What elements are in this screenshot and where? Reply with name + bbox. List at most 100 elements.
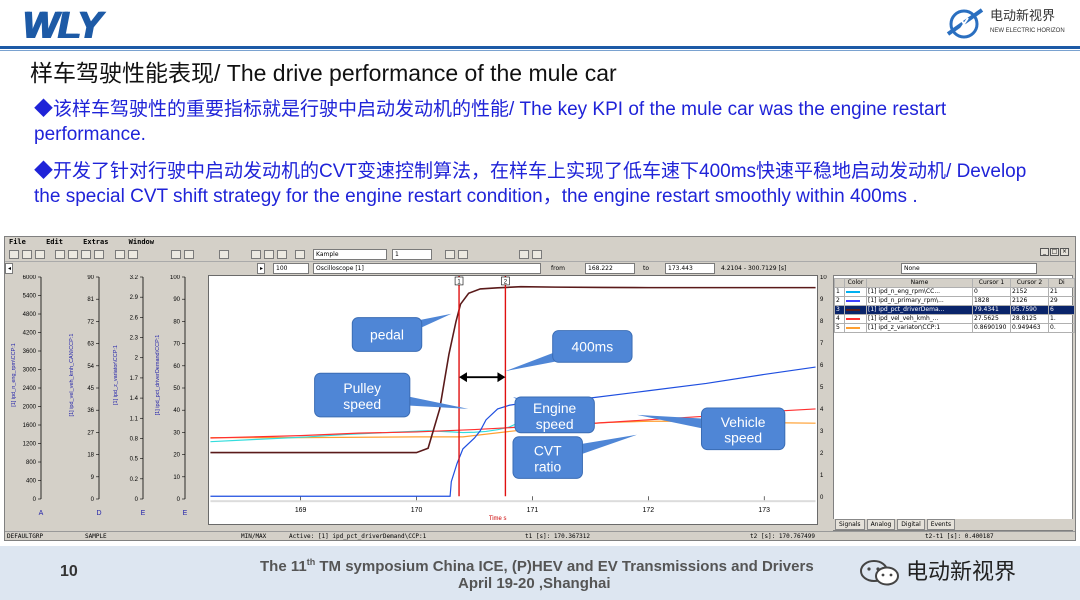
y-tick-label: 400 <box>26 479 37 485</box>
callout-box <box>351 317 423 352</box>
x-tick-label: 171 <box>527 507 539 514</box>
signal-cursor2: 95.7590 <box>1010 305 1049 315</box>
duration-arrowhead-left <box>459 372 467 383</box>
y-tick-label: 1600 <box>23 423 37 429</box>
signal-color-swatch <box>846 290 860 293</box>
y-tick-label: 0.8 <box>130 436 139 442</box>
zoom-out-icon[interactable] <box>128 250 138 259</box>
signal-cursor1: 79.4341 <box>972 305 1011 315</box>
menu-file[interactable]: File <box>9 238 26 246</box>
fit-all-icon[interactable] <box>264 250 274 259</box>
sample-mode-select[interactable]: Kample <box>313 249 387 260</box>
menu-edit[interactable]: Edit <box>46 238 63 246</box>
zoom-percent-select[interactable]: 100 <box>273 263 309 274</box>
y-tick-label: 1.7 <box>130 376 139 382</box>
partner-logo: 电动新视界 NEW ELECTRIC HORIZON <box>944 4 1070 44</box>
redo-icon[interactable] <box>532 250 542 259</box>
tab-events[interactable]: Events <box>926 519 956 530</box>
partner-logo-icon <box>946 8 984 39</box>
tab-digital[interactable]: Digital <box>897 519 925 530</box>
paste-icon[interactable] <box>68 250 78 259</box>
fit-icon[interactable] <box>251 250 261 259</box>
cursor-icon[interactable] <box>219 250 229 259</box>
col-diff[interactable]: Di <box>1048 278 1075 288</box>
y-tick-label: 45 <box>87 386 94 392</box>
wechat-icon <box>860 560 899 586</box>
layout-icon[interactable] <box>171 250 181 259</box>
fit-y-icon[interactable] <box>277 250 287 259</box>
col-name[interactable]: Name <box>866 278 973 288</box>
x-tick-label: 173 <box>758 507 770 514</box>
sample-count-input[interactable]: 1 <box>392 249 432 260</box>
scroll-right-button[interactable]: ▸ <box>257 263 265 274</box>
tab-signals[interactable]: Signals <box>835 519 865 530</box>
signal-table: Color Name Cursor 1 Cursor 2 Di 1[1] ipd… <box>834 278 1075 333</box>
signal-color-swatch <box>846 326 860 329</box>
scope-select[interactable]: Oscilloscope [1] <box>313 263 541 274</box>
scroll-left-button[interactable]: ◂ <box>5 263 13 274</box>
y-tick-label: 70 <box>173 342 180 348</box>
y-tick-label: 2400 <box>23 386 37 392</box>
tab-analog[interactable]: Analog <box>866 519 896 530</box>
y-tick-label: 20 <box>173 453 180 459</box>
time-range-bar: ◂ ▸ 100 Oscilloscope [1] from 168.222 to… <box>5 262 1075 275</box>
right-tick-label: 10 <box>820 275 827 281</box>
duration-arrowhead-right <box>497 372 506 383</box>
undo-icon[interactable] <box>519 250 529 259</box>
print-icon[interactable] <box>81 250 91 259</box>
new-icon[interactable] <box>9 250 19 259</box>
signal-cursor1: 27.5625 <box>972 314 1011 324</box>
partner-name: 电动新视界 <box>990 9 1056 24</box>
signal-color <box>844 323 867 333</box>
y-tick-label: 800 <box>26 460 37 466</box>
open-icon[interactable] <box>22 250 32 259</box>
y-tick-label: 81 <box>87 297 94 303</box>
callout-text-400ms: 400ms <box>572 338 614 354</box>
y-tick-label: 18 <box>87 453 94 459</box>
y-tick-label: 5400 <box>23 294 37 300</box>
export-icon[interactable] <box>94 250 104 259</box>
col-cursor1[interactable]: Cursor 1 <box>972 278 1011 288</box>
y-axis-letter: E <box>141 510 146 517</box>
signal-diff: 21 <box>1048 287 1075 297</box>
series-line-engine-speed <box>210 366 816 497</box>
signal-color <box>844 296 867 306</box>
step-forward-icon[interactable] <box>458 250 468 259</box>
footer-event: The 11th TM symposium China ICE, (P)HEV … <box>260 557 814 575</box>
to-input[interactable]: 173.443 <box>665 263 715 274</box>
callout-box <box>700 407 786 451</box>
col-color[interactable]: Color <box>844 278 867 288</box>
minimize-button[interactable]: _ <box>1040 248 1049 256</box>
y-tick-label: 2 <box>135 356 139 362</box>
cursor-mode-icon[interactable] <box>295 250 305 259</box>
y-tick-label: 10 <box>173 475 180 481</box>
close-button[interactable]: × <box>1060 248 1069 256</box>
y-tick-label: 30 <box>173 430 180 436</box>
from-input[interactable]: 168.222 <box>585 263 635 274</box>
menu-extras[interactable]: Extras <box>83 238 109 246</box>
status-mode: SAMPLE <box>85 533 107 540</box>
save-icon[interactable] <box>35 250 45 259</box>
signal-index: 2 <box>834 296 845 306</box>
y-tick-label: 27 <box>87 430 94 436</box>
maximize-button[interactable]: □ <box>1050 248 1059 256</box>
x-axis-title: Time s <box>489 516 507 522</box>
copy-icon[interactable] <box>55 250 65 259</box>
menu-bar: File Edit Extras Window <box>5 237 1075 248</box>
zoom-in-icon[interactable] <box>115 250 125 259</box>
grid-icon[interactable] <box>184 250 194 259</box>
signal-table-header: Color Name Cursor 1 Cursor 2 Di <box>834 278 1075 288</box>
y-tick-label: 2000 <box>23 405 37 411</box>
menu-window[interactable]: Window <box>128 238 154 246</box>
step-back-icon[interactable] <box>445 250 455 259</box>
y-tick-label: 9 <box>91 475 95 481</box>
filter-select[interactable]: None <box>901 263 1037 274</box>
col-cursor2[interactable]: Cursor 2 <box>1010 278 1049 288</box>
status-active-signal: Active: [1] ipd_pct_driverDemand\CCP:1 <box>289 533 427 540</box>
